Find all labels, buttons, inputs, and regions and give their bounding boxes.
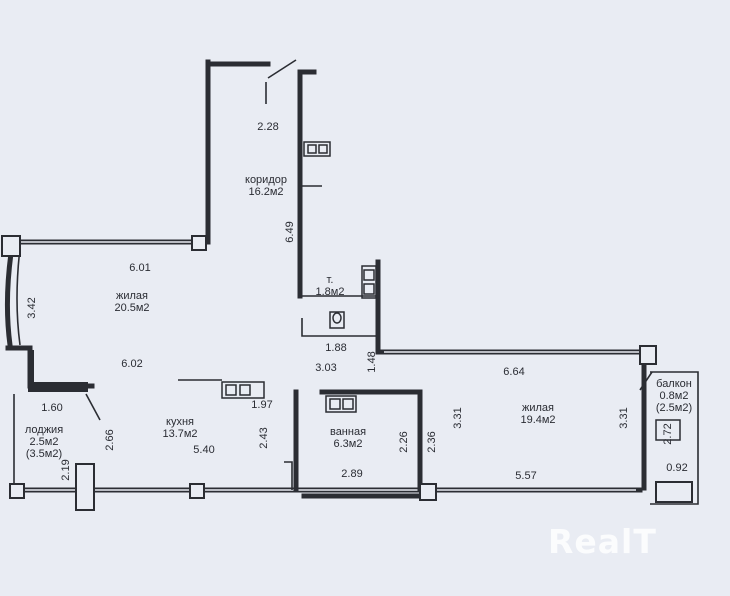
- balcony-door-swing: [639, 371, 653, 391]
- dimension-2-43: 2.43: [258, 427, 270, 449]
- kitchen-door-jamb: [284, 461, 293, 490]
- bathroom-sink-fixture: [325, 395, 357, 413]
- column-loggia-bottom: [75, 463, 95, 511]
- column-bottom-left: [9, 483, 25, 499]
- room-living1-area: 20.5м2: [114, 302, 150, 314]
- dimension-1-60: 1.60: [41, 402, 63, 414]
- dimension-3-31-left: 3.31: [452, 407, 464, 429]
- loggia-block-fill: [10, 350, 88, 392]
- room-living1-name: жилая: [116, 290, 148, 302]
- dimension-6-01: 6.01: [129, 262, 151, 274]
- room-kitchen-area: 13.7м2: [162, 428, 198, 440]
- dimension-2-36: 2.36: [426, 431, 438, 453]
- dimension-3-03: 3.03: [315, 362, 337, 374]
- living1-left-wall: [4, 243, 15, 348]
- dimension-2-72: 2.72: [662, 423, 674, 445]
- dimension-2-28: 2.28: [257, 121, 279, 133]
- room-living2: жилая 19.4м2: [520, 402, 555, 426]
- realt-watermark: RealT: [548, 522, 657, 561]
- dimension-2-89: 2.89: [341, 468, 363, 480]
- loggia-door-swing: [85, 393, 101, 421]
- room-corridor-area: 16.2м2: [248, 186, 284, 198]
- room-balcony-area: 0.8м2: [659, 390, 689, 402]
- room-loggia-name: лоджия: [24, 424, 64, 436]
- dimension-6-02: 6.02: [121, 358, 143, 370]
- room-bathroom-area: 6.3м2: [333, 438, 363, 450]
- toilet-fixture: [329, 311, 345, 329]
- room-living2-area: 19.4м2: [520, 414, 556, 426]
- dimension-5-57: 5.57: [515, 470, 537, 482]
- room-kitchen-name: кухня: [166, 416, 194, 428]
- column-kitchen-bottom: [189, 483, 205, 499]
- dimension-1-48: 1.48: [366, 351, 378, 373]
- dimension-1-97: 1.97: [251, 399, 273, 411]
- balcony-outline: [650, 371, 699, 505]
- dimension-2-66: 2.66: [104, 429, 116, 451]
- dimension-5-40: 5.40: [193, 444, 215, 456]
- room-bathroom-name: ванная: [329, 426, 367, 438]
- wc-door: [301, 318, 376, 337]
- dimension-3-42: 3.42: [26, 297, 38, 319]
- room-bathroom: ванная 6.3м2: [330, 426, 366, 450]
- column-balcony-bottom: [655, 481, 693, 503]
- room-balcony-name: балкон: [656, 378, 692, 390]
- room-wc: т. 1.8м2: [316, 274, 345, 298]
- corridor-door-swing: [267, 59, 297, 79]
- column-living1-nw: [1, 235, 21, 257]
- room-loggia-area: 2.5м2: [29, 436, 59, 448]
- room-balcony-area-alt: (2.5м2): [655, 402, 693, 414]
- room-living1: жилая 20.5м2: [114, 290, 149, 314]
- balcony-fixture: [655, 419, 681, 441]
- dimension-6-49: 6.49: [284, 221, 296, 243]
- room-kitchen: кухня 13.7м2: [162, 416, 197, 440]
- column-corridor-sw: [191, 235, 207, 251]
- room-wc-area: 1.8м2: [315, 286, 345, 298]
- dimension-2-19: 2.19: [60, 459, 72, 481]
- living1-left-wall-inner: [16, 247, 21, 346]
- wc-cabinet-fixture: [361, 265, 377, 299]
- room-wc-name: т.: [326, 274, 334, 286]
- room-loggia: лоджия 2.5м2 (3.5м2): [25, 424, 63, 460]
- wc-sink-fixture: [303, 141, 331, 157]
- room-loggia-area-alt: (3.5м2): [25, 448, 63, 460]
- loggia-block: [5, 345, 95, 389]
- dimension-3-31-right: 3.31: [618, 407, 630, 429]
- room-corridor: коридор 16.2м2: [245, 174, 287, 198]
- dimension-2-26: 2.26: [398, 431, 410, 453]
- room-balcony: балкон 0.8м2 (2.5м2): [656, 378, 692, 414]
- room-living2-name: жилая: [522, 402, 554, 414]
- dimension-1-88: 1.88: [325, 342, 347, 354]
- column-living2-ne: [639, 345, 657, 365]
- dimension-0-92: 0.92: [666, 462, 688, 474]
- room-corridor-name: коридор: [245, 174, 287, 186]
- column-bathroom-bottom: [419, 483, 437, 501]
- stove-fixture: [178, 379, 265, 399]
- dimension-6-64: 6.64: [503, 366, 525, 378]
